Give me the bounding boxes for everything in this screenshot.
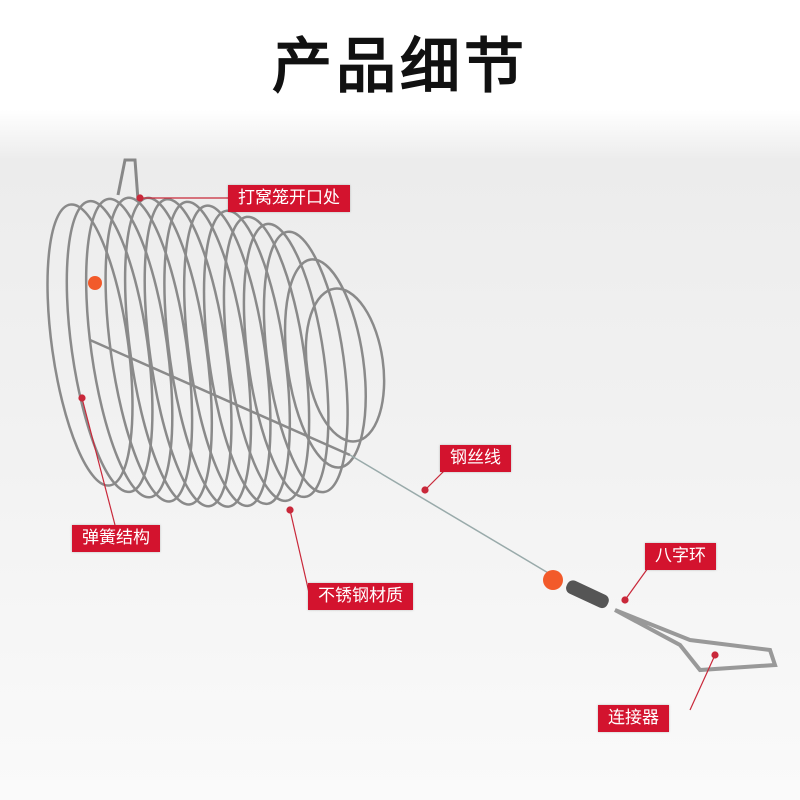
label-spring: 弹簧结构 (72, 525, 160, 552)
cage-coil (202, 209, 292, 506)
inner-bead (88, 276, 102, 290)
label-wire: 钢丝线 (440, 445, 511, 472)
swivel (566, 580, 609, 609)
wire-cage (46, 196, 386, 508)
steel-wire (349, 454, 561, 581)
label-swivel: 八字环 (645, 543, 716, 570)
cage-coil (283, 258, 367, 469)
cage-coil (304, 287, 386, 443)
cage-coil (222, 215, 311, 503)
label-opening: 打窝笼开口处 (228, 185, 350, 212)
cage-coil (262, 230, 349, 494)
top-loop (116, 158, 140, 201)
cage-spine (89, 338, 351, 457)
page-title: 产品细节 (272, 32, 528, 102)
label-connector: 连接器 (598, 705, 669, 732)
bead (543, 570, 563, 590)
snap-clip (614, 608, 778, 673)
cage-coil (242, 222, 330, 499)
label-steel: 不锈钢材质 (308, 583, 413, 610)
